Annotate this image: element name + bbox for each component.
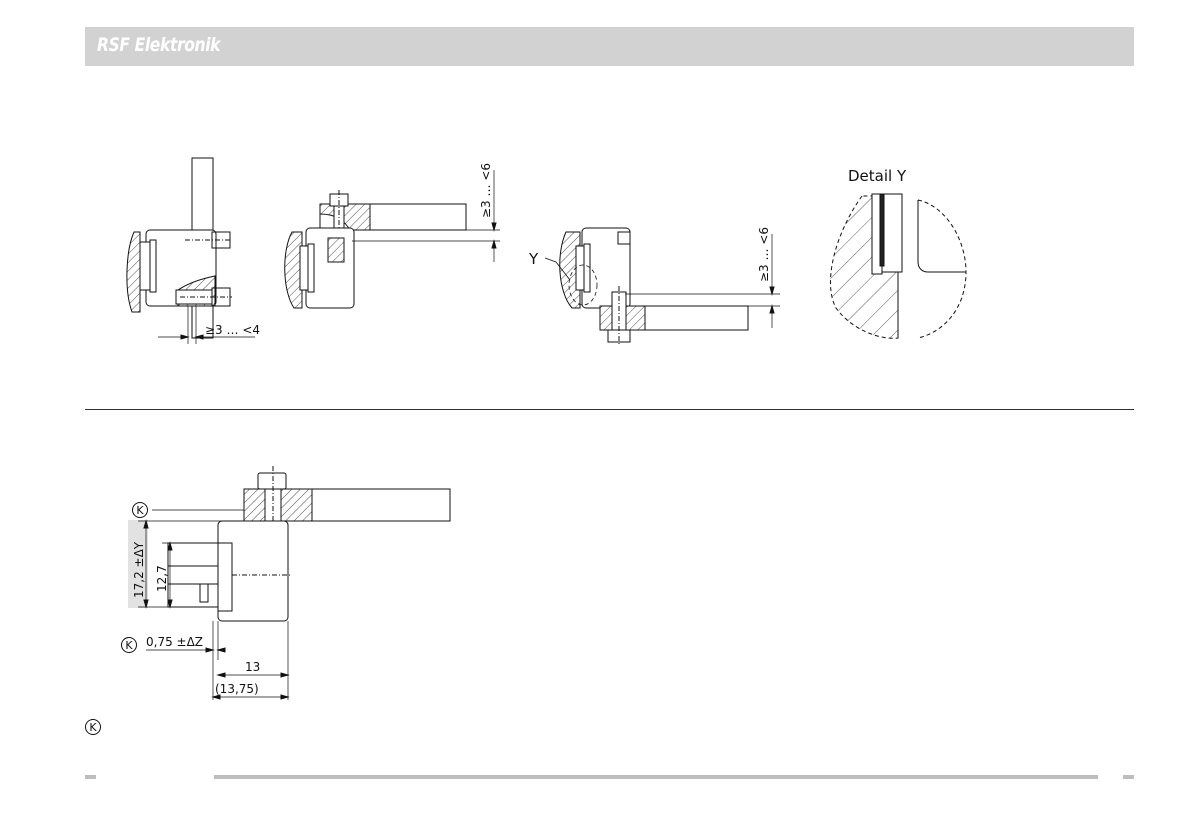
view-1-side-mount bbox=[127, 158, 255, 344]
dim-height-outer: 17,2 ±ΔY bbox=[132, 541, 146, 598]
view-3-bottom-mount bbox=[545, 228, 780, 346]
dim-offset: 0,75 ±ΔZ bbox=[146, 635, 203, 649]
k-marker-legend: K bbox=[86, 720, 101, 735]
svg-text:K: K bbox=[89, 721, 97, 734]
k-marker-offset: K bbox=[122, 638, 137, 653]
view-2-top-mount bbox=[285, 170, 500, 308]
dim-width: 13 bbox=[245, 660, 260, 674]
view-3-gap-label: ≥3 … <6 bbox=[757, 227, 771, 282]
view-4-detail-y bbox=[830, 194, 966, 338]
dim-height-inner: 12,7 bbox=[155, 565, 169, 592]
view-4-title: Detail Y bbox=[848, 167, 907, 185]
view-3-detail-marker: Y bbox=[528, 250, 539, 268]
footer-mark-right bbox=[1123, 775, 1134, 779]
bottom-view-dimensioned bbox=[128, 466, 450, 700]
view-1-gap-label: ≥3 … <4 bbox=[205, 323, 260, 337]
view-2-gap-label: ≥3 … <6 bbox=[479, 163, 493, 218]
footer-mark-left bbox=[85, 775, 96, 779]
svg-text:K: K bbox=[125, 639, 133, 652]
footer-bar bbox=[214, 775, 1098, 779]
k-marker-top: K bbox=[133, 503, 148, 518]
section-divider bbox=[85, 409, 1134, 410]
svg-text:K: K bbox=[136, 504, 144, 517]
dim-width-total: (13,75) bbox=[215, 682, 259, 696]
